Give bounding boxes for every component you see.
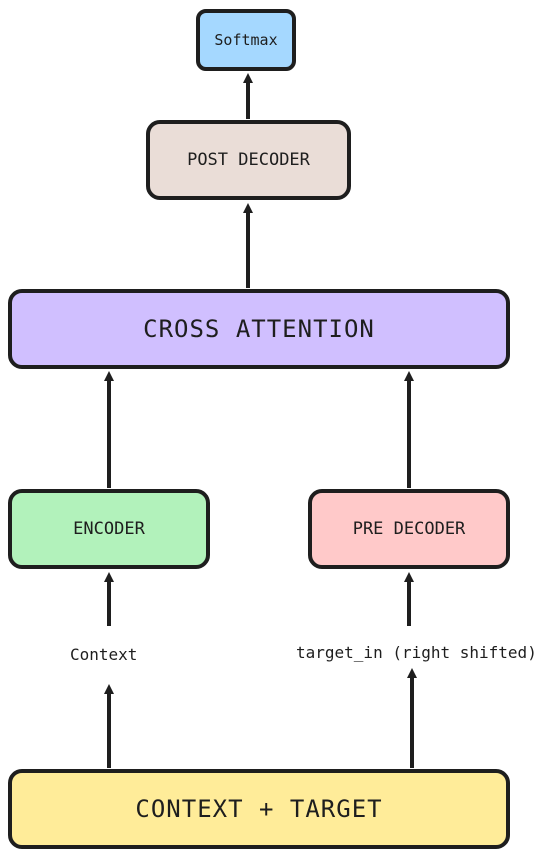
softmax-label: Softmax <box>214 31 278 49</box>
target-in-label: target_in (right shifted) <box>296 643 537 662</box>
post-decoder-node: POST DECODER <box>146 120 351 200</box>
pre-decoder-label: PRE DECODER <box>352 519 466 539</box>
encoder-label: ENCODER <box>73 519 145 539</box>
context-target-label: CONTEXT + TARGET <box>135 795 383 823</box>
context-target-node: CONTEXT + TARGET <box>8 769 510 849</box>
context-label: Context <box>70 645 138 664</box>
softmax-node: Softmax <box>196 9 296 71</box>
post-decoder-label: POST DECODER <box>187 150 310 170</box>
pre-decoder-node: PRE DECODER <box>308 489 510 569</box>
encoder-node: ENCODER <box>8 489 210 569</box>
cross-attention-label: CROSS ATTENTION <box>143 315 375 343</box>
cross-attention-node: CROSS ATTENTION <box>8 289 510 369</box>
